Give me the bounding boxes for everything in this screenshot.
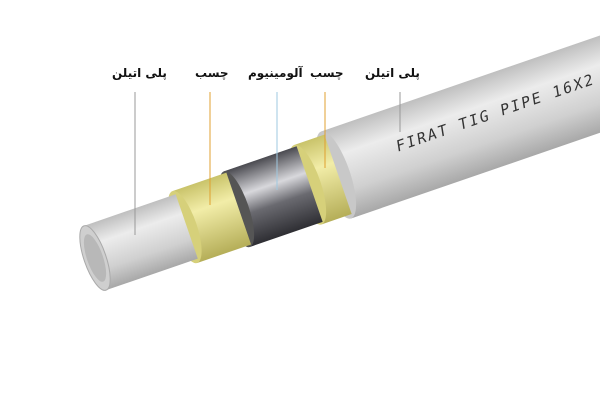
label-adhesive-left: چسب <box>195 66 229 80</box>
label-polyethylene-right: پلی اتیلن <box>365 66 420 80</box>
outer-polyethylene-layer <box>316 0 600 219</box>
inner-polyethylene-layer <box>79 194 198 291</box>
label-aluminium: آلومینیوم <box>248 66 303 80</box>
label-polyethylene-left: پلی اتیلن <box>112 66 167 80</box>
label-adhesive-right: چسب <box>310 66 344 80</box>
